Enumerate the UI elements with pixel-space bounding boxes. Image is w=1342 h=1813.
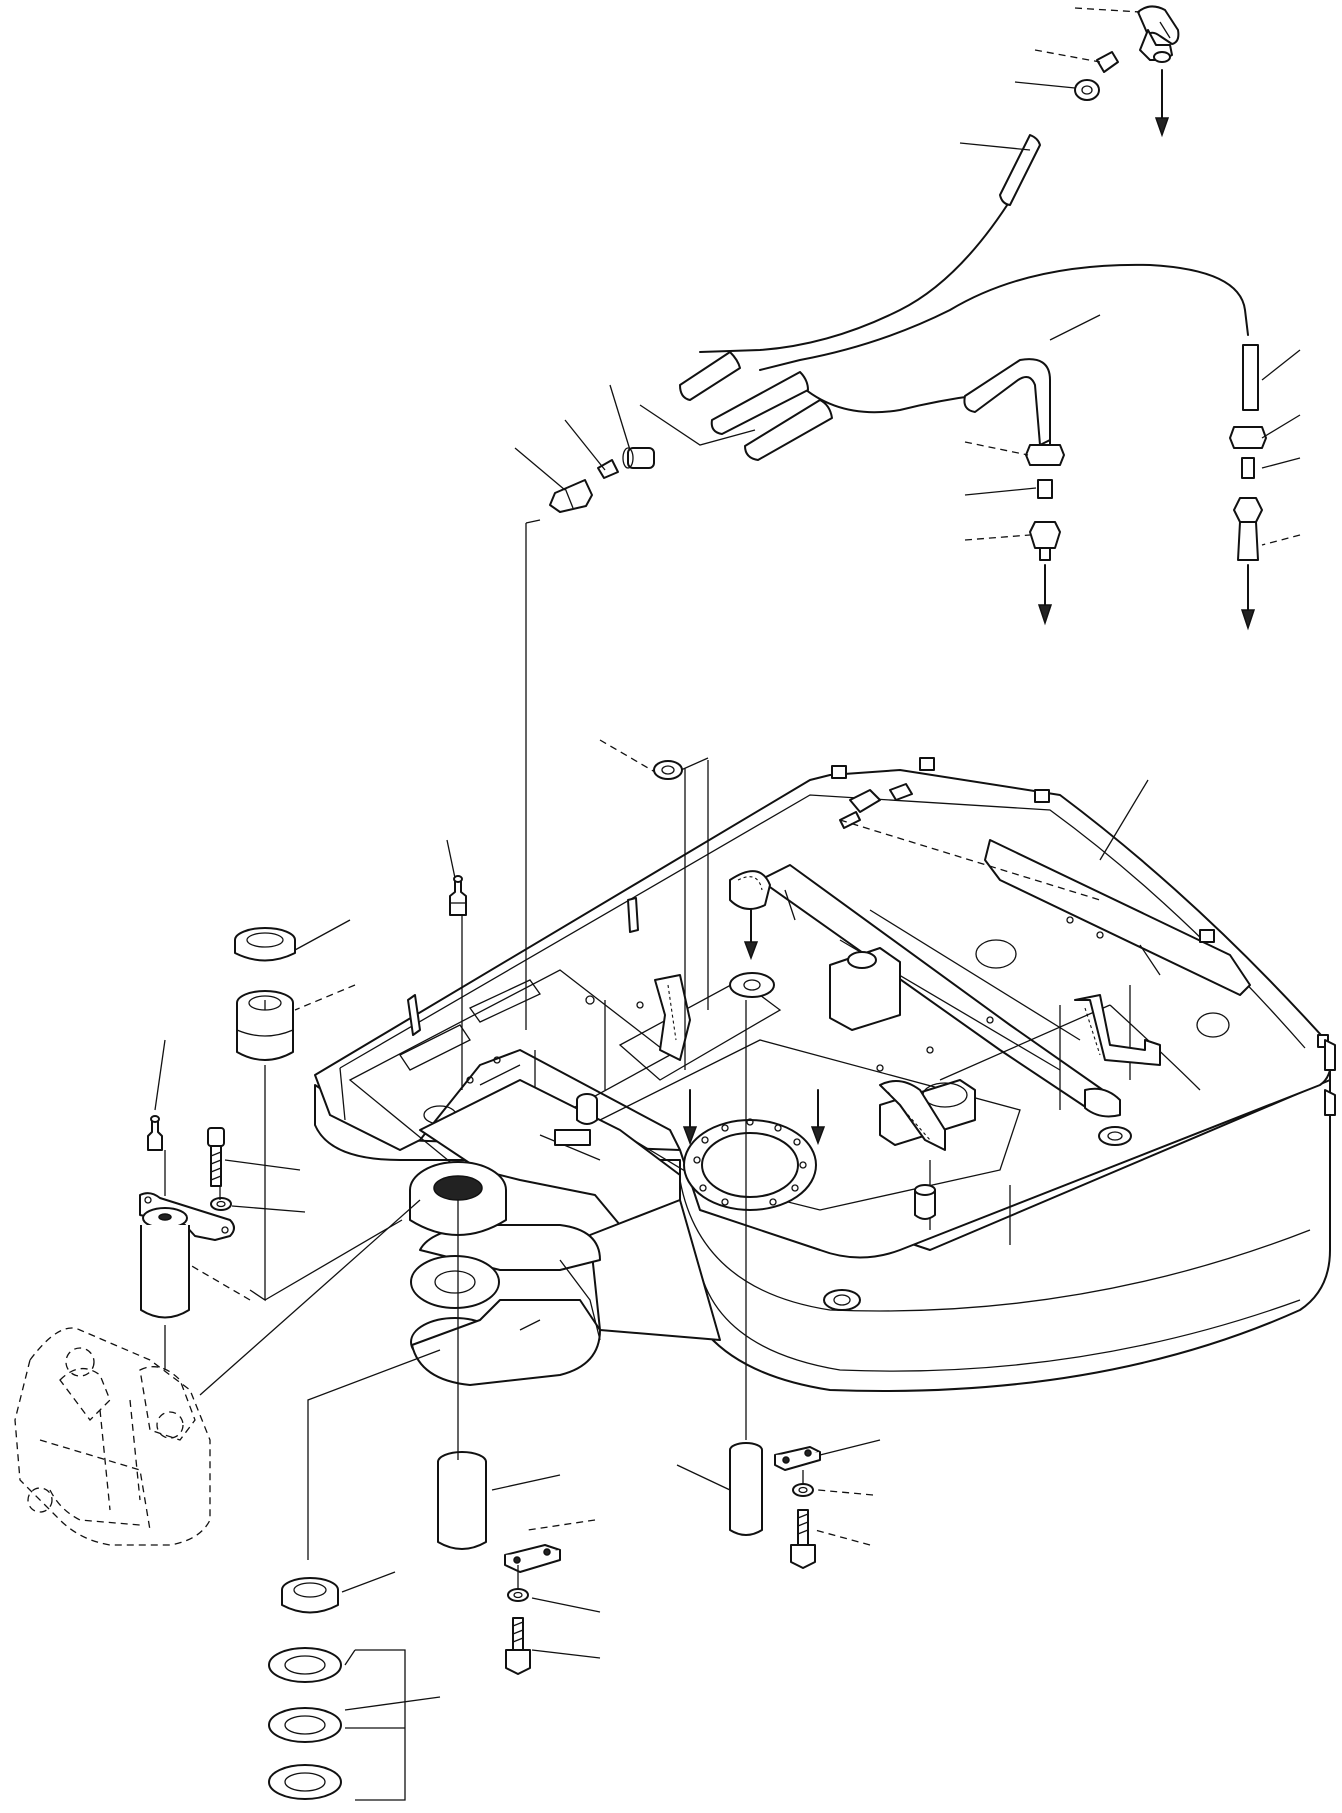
left-pin-with-grease-nipple (139, 1115, 235, 1319)
swing-bracket-assembly (409, 1161, 601, 1386)
upper-frame (314, 757, 1336, 1392)
lower-bushing-parts (268, 1451, 561, 1800)
frame-details (399, 889, 1161, 1086)
alignment-lines (164, 519, 804, 1590)
rear-pin-parts (729, 1442, 821, 1569)
swing-bracket-reference (14, 1327, 211, 1546)
lubrication-hoses (639, 134, 1259, 461)
hose-end-fittings (549, 5, 1267, 561)
callout-leaders (154, 7, 1301, 1801)
upper-bushing-parts (234, 927, 296, 1061)
frame-grease-nipple (449, 875, 467, 916)
direction-arrows (682, 69, 1256, 1146)
